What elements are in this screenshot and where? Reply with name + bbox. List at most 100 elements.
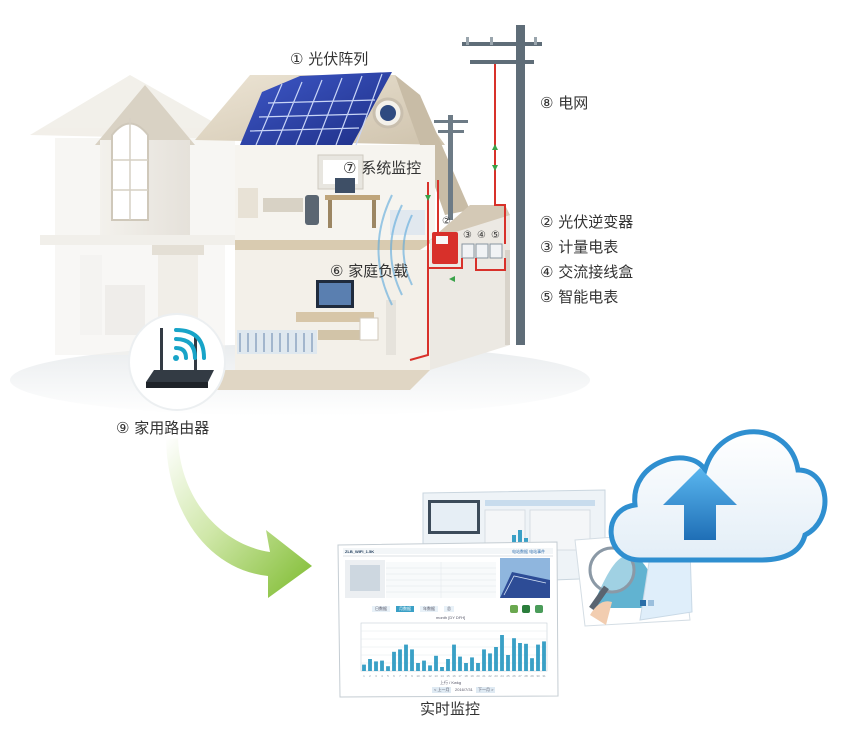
marker-inverter: ② bbox=[442, 216, 451, 227]
chart-tick-label: 15 bbox=[446, 674, 450, 678]
chart-bar-10 bbox=[416, 663, 420, 671]
chart-tick-label: 10 bbox=[416, 674, 420, 678]
solar-panel-array bbox=[240, 72, 392, 146]
label-pv-array: ① 光伏阵列 bbox=[290, 50, 369, 68]
chart-bar-22 bbox=[488, 653, 492, 671]
utility-pole-main bbox=[462, 25, 542, 345]
chart-bar-25 bbox=[506, 655, 510, 671]
chart-tick-label: 19 bbox=[470, 674, 474, 678]
screen-tab-day: 日数据 bbox=[372, 606, 390, 612]
screen-nav-prev: < 上一月 bbox=[432, 687, 452, 693]
flow-arrows bbox=[425, 144, 498, 282]
chart-tick-label: 24 bbox=[500, 674, 504, 678]
label-meter: ③ 计量电表 bbox=[540, 238, 619, 256]
upper-floor-room bbox=[235, 145, 435, 250]
chart-tick-label: 23 bbox=[494, 674, 498, 678]
chart-tick-label: 13 bbox=[434, 674, 438, 678]
label-inverter: ② 光伏逆变器 bbox=[540, 213, 634, 231]
chart-bar-6 bbox=[392, 651, 396, 671]
chart-tick-label: 25 bbox=[506, 674, 510, 678]
chart-tick-label: 11 bbox=[422, 674, 425, 678]
chart-tick-label: 2 bbox=[369, 674, 371, 678]
cloud-upload-icon bbox=[608, 429, 828, 563]
label-smart-meter: ⑤ 智能电表 bbox=[540, 288, 619, 306]
chart-bar-11 bbox=[422, 660, 426, 671]
screen-chart-title: month [DY DFH] bbox=[436, 615, 466, 620]
arrow-right-icon bbox=[166, 438, 312, 598]
screen-legend: 上行 / Kwkg bbox=[440, 680, 462, 685]
chart-tick-label: 7 bbox=[399, 674, 401, 678]
chart-bar-30 bbox=[536, 644, 540, 671]
label-junction-box: ④ 交流接线盒 bbox=[540, 263, 634, 281]
chart-tick-label: 17 bbox=[458, 674, 462, 678]
screen-tab-year: 年数据 bbox=[420, 606, 438, 612]
chart-tick-label: 5 bbox=[387, 674, 389, 678]
chart-bar-7 bbox=[398, 649, 402, 671]
chart-bar-27 bbox=[518, 643, 522, 671]
label-grid: ⑧ 电网 bbox=[540, 94, 589, 112]
inverter-and-meters bbox=[432, 232, 503, 264]
marker-meter: ③ bbox=[463, 230, 472, 241]
screen-nav-next: 下一月 > bbox=[476, 687, 496, 693]
chart-bar-13 bbox=[434, 655, 438, 671]
chart-bar-4 bbox=[380, 660, 384, 671]
chart-tick-label: 9 bbox=[411, 674, 413, 678]
chart-bar-19 bbox=[470, 657, 474, 671]
chart-tick-label: 12 bbox=[428, 674, 432, 678]
chart-bar-9 bbox=[410, 649, 414, 671]
wifi-icon bbox=[173, 328, 206, 361]
chart-tick-label: 8 bbox=[405, 674, 407, 678]
marker-smart-meter: ⑤ bbox=[491, 230, 500, 241]
chart-bar-17 bbox=[458, 656, 462, 671]
chart-bar-24 bbox=[500, 635, 504, 671]
chart-bar-31 bbox=[542, 641, 546, 671]
chart-tick-label: 14 bbox=[440, 674, 444, 678]
magnifier-icon bbox=[588, 546, 636, 625]
chart-bar-18 bbox=[464, 663, 468, 671]
label-realtime-monitoring: 实时监控 bbox=[420, 700, 481, 718]
screen-tab-month: 月数据 bbox=[396, 606, 414, 612]
chart-tick-label: 18 bbox=[464, 674, 468, 678]
chart-tick-label: 4 bbox=[381, 674, 383, 678]
chart-tick-label: 27 bbox=[518, 674, 522, 678]
utility-pole-small bbox=[434, 115, 468, 220]
chart-bar-14 bbox=[440, 667, 444, 671]
label-system-monitor: ⑦ 系统监控 bbox=[343, 159, 422, 177]
chart-bar-26 bbox=[512, 638, 516, 671]
tablet-panel bbox=[639, 547, 693, 621]
wireless-signal-icon bbox=[377, 194, 413, 306]
chart-bar-16 bbox=[452, 644, 456, 671]
chart-tick-label: 26 bbox=[512, 674, 516, 678]
marker-junction-box: ④ bbox=[477, 230, 486, 241]
screen-top-links: 电站数据 电站事件 bbox=[512, 549, 546, 554]
chart-tick-label: 16 bbox=[452, 674, 456, 678]
chart-tick-label: 29 bbox=[530, 674, 534, 678]
chart-bar-1 bbox=[362, 664, 366, 671]
chart-bar-21 bbox=[482, 649, 486, 671]
chart-bar-5 bbox=[386, 666, 390, 671]
chart-bar-29 bbox=[530, 658, 534, 671]
chart-bar-12 bbox=[428, 665, 432, 671]
screen-nav-date: 2016/7/31 bbox=[455, 687, 473, 692]
chart-bar-28 bbox=[524, 643, 528, 671]
chart-tick-label: 21 bbox=[482, 674, 486, 678]
chart-bar-3 bbox=[374, 661, 378, 671]
chart-bar-20 bbox=[476, 663, 480, 671]
chart-tick-label: 31 bbox=[542, 674, 546, 678]
chart-tick-label: 6 bbox=[393, 674, 395, 678]
chart-tick-label: 20 bbox=[476, 674, 480, 678]
label-router: ⑨ 家用路由器 bbox=[116, 419, 210, 437]
chart-bar-2 bbox=[368, 659, 372, 671]
chart-tick-label: 28 bbox=[524, 674, 528, 678]
chart-bar-8 bbox=[404, 644, 408, 671]
label-home-load: ⑥ 家庭负载 bbox=[330, 262, 409, 280]
chart-tick-label: 22 bbox=[488, 674, 492, 678]
dormer bbox=[95, 85, 195, 235]
screen-tab-total: 总 bbox=[444, 606, 454, 612]
red-cabling bbox=[409, 62, 506, 361]
screen-title: ZLB_WIFI_1.5K bbox=[345, 549, 375, 554]
chart-tick-label: 1 bbox=[363, 674, 365, 678]
lower-floor-room bbox=[180, 250, 430, 390]
